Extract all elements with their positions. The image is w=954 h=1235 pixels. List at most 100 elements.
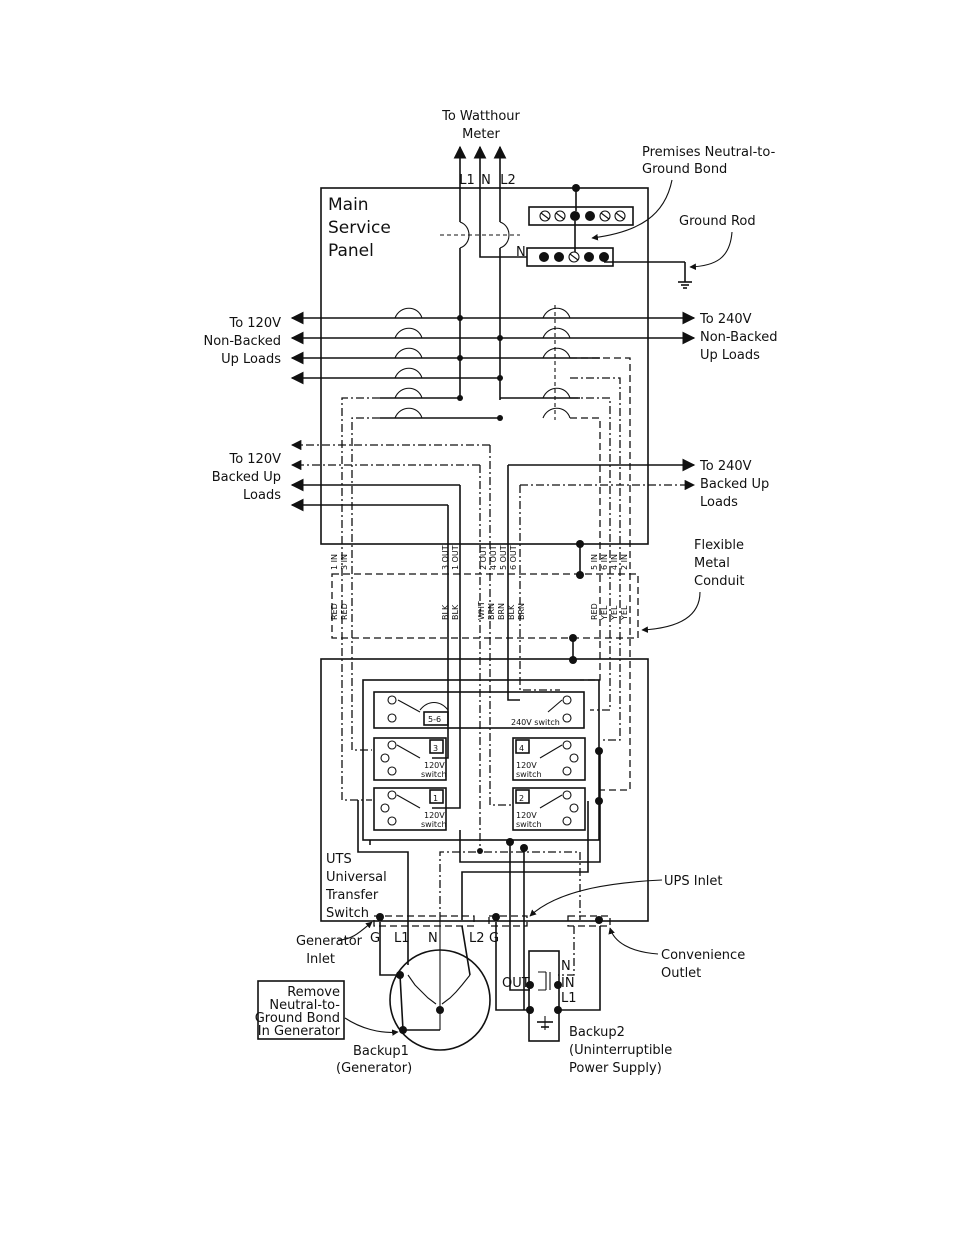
backup2-label-line3: Power Supply) [569,1061,662,1076]
gen-inlet-label-line2: Inlet [306,952,335,967]
ups-ground-wire [495,922,530,1011]
svg-text:BRN: BRN [497,603,506,620]
b240-label-line3: Loads [700,495,738,510]
feed-n-label: N [481,173,491,188]
ground-bar-terminals [539,210,626,222]
neutral-to-bar [479,188,527,258]
svg-text:4 OUT: 4 OUT [489,545,498,570]
ups-inlet-g: G [489,931,499,946]
conduit-callout [641,591,701,633]
remove-note-callout [344,1017,399,1036]
gen-inlet-label-line1: Generator [296,934,363,949]
convenience-outlet [567,915,611,927]
l2-bus-internal [459,751,601,863]
switch-2-voltage: 120V [516,811,537,820]
bond-callout [591,179,673,241]
nb240-label-line2: Non-Backed [700,330,778,345]
b240-label-line1: To 240V [699,459,752,474]
main-panel-title-line1: Main [328,195,369,215]
generator-inlet [373,915,475,927]
ups-inlet-label: UPS Inlet [664,874,723,889]
svg-text:5 IN: 5 IN [590,554,599,570]
conduit-label-line3: Conduit [694,574,744,589]
switch-3-word: switch [421,770,447,779]
gen-inlet-callout [337,921,373,941]
feed-l2-label: L2 [500,173,516,188]
svg-text:6 OUT: 6 OUT [509,545,518,570]
ground-rod-callout [689,231,733,271]
conv-label-line2: Outlet [661,966,701,981]
remove-note-line2: Neutral-to- [269,998,340,1013]
switch-3 [373,737,447,781]
svg-text:2 IN: 2 IN [620,554,629,570]
svg-text:WHT: WHT [477,601,486,620]
ground-rod-label: Ground Rod [679,214,756,229]
gen-l1-bus [357,800,409,965]
svg-text:RED: RED [590,603,599,620]
switch-4-voltage: 120V [516,761,537,770]
circuit-2-out [489,445,512,806]
uts-label-line3: Transfer [325,888,379,903]
svg-text:BLK: BLK [507,604,516,620]
backup1-label-line1: Backup1 [353,1044,409,1059]
switch-4 [512,737,586,781]
gen-l2-lead [461,925,471,976]
neutral-bar-terminals [539,251,609,263]
ups-neutral-wire [558,926,575,976]
svg-text:YEL: YEL [600,605,609,621]
ground-symbol [678,281,692,289]
ups-inlet [488,915,528,927]
bond-label-line1: Premises Neutral-to- [642,145,776,160]
circuit-4-in [570,377,621,741]
gen-ground-wire [379,922,400,976]
nb120-label-line2: Non-Backed [204,334,282,349]
ups-battery-icon [537,1016,553,1030]
remove-bond-note-box [257,980,345,1040]
circuit-5-out [507,465,520,701]
svg-text:3 OUT: 3 OUT [441,545,450,570]
feed-l1-label: L1 [459,173,475,188]
watthour-label-line2: Meter [462,127,500,142]
wire-tags-bottom: RED RED BLK BLK WHT BRN BRN BLK BRN RED … [330,601,629,621]
gen-inlet-l1: L1 [394,931,410,946]
ups-l1-wire [558,926,601,1011]
nb240-label-line3: Up Loads [700,348,760,363]
ups-transformer-icon [538,971,551,991]
wire-tags-top: 1 IN 3 IN 3 OUT 1 OUT 2 OUT 4 OUT 5 OUT … [330,545,629,570]
switch-4-word: switch [516,770,542,779]
switch-frame-outer [362,679,600,841]
remove-note-line3: Ground Bond [255,1011,340,1026]
gen-ground-bond [399,974,440,1031]
svg-text:3 IN: 3 IN [340,554,349,570]
circuit-3-out [432,505,449,759]
conduit-label-line1: Flexible [694,538,744,553]
svg-text:BRN: BRN [517,603,526,620]
main-panel-title-line2: Service [328,218,391,238]
nb240-label-line1: To 240V [699,312,752,327]
svg-text:6 IN: 6 IN [600,554,609,570]
neutral-bus [439,851,581,920]
circuit-2-in [570,357,631,791]
b120-label-line3: Loads [243,488,281,503]
ups-symbol [528,950,560,1042]
main-service-panel [320,187,649,545]
svg-text:BRN: BRN [487,603,496,620]
universal-transfer-switch [320,658,649,922]
switch-2 [512,787,586,831]
flexible-metal-conduit [331,573,639,639]
gen-inlet-l2: L2 [469,931,485,946]
conduit-label-line2: Metal [694,556,730,571]
main-panel-title-line3: Panel [328,241,374,261]
switch-1-number: 1 [433,794,438,803]
branch-breakers [394,305,571,420]
svg-text:YEL: YEL [620,605,629,621]
switch-3-number: 3 [433,744,438,753]
nb120-label-line1: To 120V [228,316,281,331]
switch-5-6 [373,691,585,729]
main-breaker-l2 [499,221,510,249]
ups-l1-label: L1 [561,991,577,1006]
backup2-label-line1: Backup2 [569,1025,625,1040]
circuit-1-out [432,485,461,809]
svg-text:1 OUT: 1 OUT [451,545,460,570]
